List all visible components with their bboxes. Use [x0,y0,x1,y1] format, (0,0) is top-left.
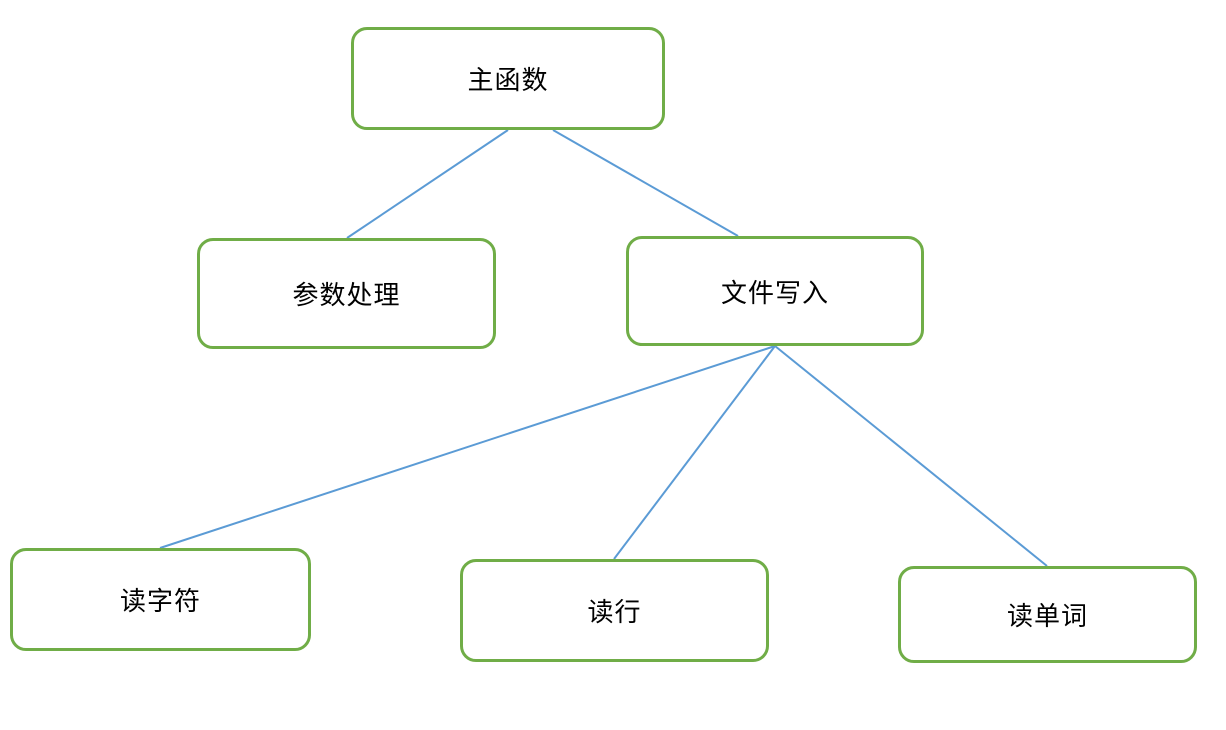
node-file-write: 文件写入 [626,236,924,346]
node-read-lines-label: 读行 [587,598,642,628]
edge-main-to-write [552,129,739,237]
node-main-function: 主函数 [351,27,665,130]
node-read-lines: 读行 [460,559,769,662]
node-read-chars-label: 读字符 [119,587,201,617]
node-read-chars: 读字符 [10,548,311,651]
edge-write-to-words [774,345,1048,567]
node-read-words-label: 读单词 [1006,602,1088,632]
edge-write-to-chars [159,345,776,549]
node-parameter-processing: 参数处理 [197,238,496,349]
edge-main-to-params [346,129,509,239]
edge-write-to-lines [613,345,776,560]
node-read-words: 读单词 [898,566,1197,663]
node-parameter-processing-label: 参数处理 [292,281,401,311]
node-main-function-label: 主函数 [467,66,549,96]
node-file-write-label: 文件写入 [720,278,829,309]
